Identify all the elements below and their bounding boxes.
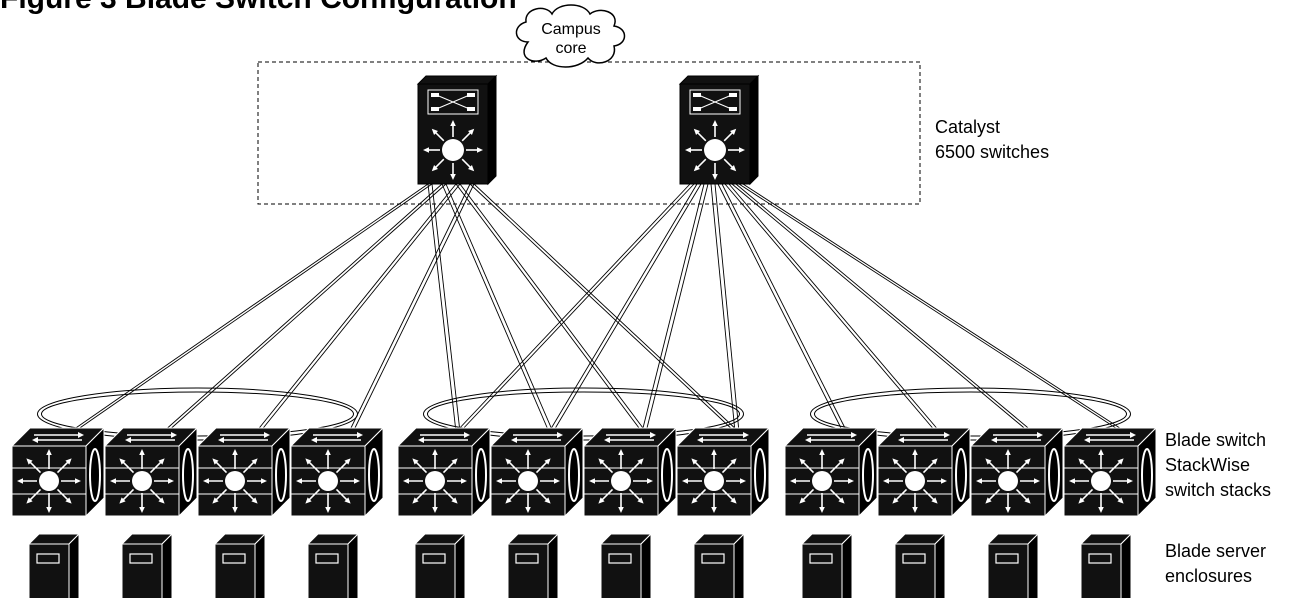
access-switches — [10, 426, 1158, 518]
core-group-label-line2: 6500 switches — [935, 142, 1049, 162]
blade-server-enclosure-icon — [213, 532, 267, 598]
blade-switch-icon — [675, 426, 771, 518]
core-group-label-line1: Catalyst — [935, 117, 1000, 137]
blade-server-enclosure-icon — [599, 532, 653, 598]
blade-switch-icon — [783, 426, 879, 518]
blade-switch-icon — [396, 426, 492, 518]
catalyst-6500-switch-icon — [416, 74, 498, 186]
enclosure-label-line1: Blade server — [1165, 541, 1266, 561]
enclosure-label-line2: enclosures — [1165, 566, 1252, 586]
blade-switch-icon — [876, 426, 972, 518]
core-group-boundary — [257, 61, 921, 205]
cloud-label-line2: core — [555, 40, 586, 57]
blade-switch-icon — [10, 426, 106, 518]
blade-switch-icon — [489, 426, 585, 518]
blade-server-enclosure-icon — [1079, 532, 1133, 598]
blade-server-enclosure-icon — [506, 532, 560, 598]
blade-server-enclosure-icon — [306, 532, 360, 598]
blade-switch-icon — [582, 426, 678, 518]
blade-switch-icon — [196, 426, 292, 518]
blade-switch-icon — [969, 426, 1065, 518]
stack-label-line3: switch stacks — [1165, 480, 1271, 500]
blade-switch-icon — [289, 426, 385, 518]
blade-switch-icon — [1062, 426, 1158, 518]
blade-server-enclosure-icon — [120, 532, 174, 598]
blade-switch-icon — [103, 426, 199, 518]
uplink-links — [69, 183, 1127, 433]
figure-title-fragment: Figure 3 Blade Switch Configuration — [0, 0, 517, 15]
blade-server-enclosure-icon — [413, 532, 467, 598]
cloud-label-line1: Campus — [541, 21, 601, 38]
catalyst-6500-switch-icon — [678, 74, 760, 186]
stack-label-line2: StackWise — [1165, 455, 1250, 475]
blade-server-enclosure-icon — [692, 532, 746, 598]
blade-server-enclosure-icon — [986, 532, 1040, 598]
blade-server-enclosures — [27, 532, 1133, 598]
blade-server-enclosure-icon — [800, 532, 854, 598]
campus-core-cloud: Campus core — [515, 4, 626, 68]
blade-server-enclosure-icon — [27, 532, 81, 598]
blade-server-enclosure-icon — [893, 532, 947, 598]
core-switches — [416, 74, 760, 186]
stack-label-line1: Blade switch — [1165, 430, 1266, 450]
